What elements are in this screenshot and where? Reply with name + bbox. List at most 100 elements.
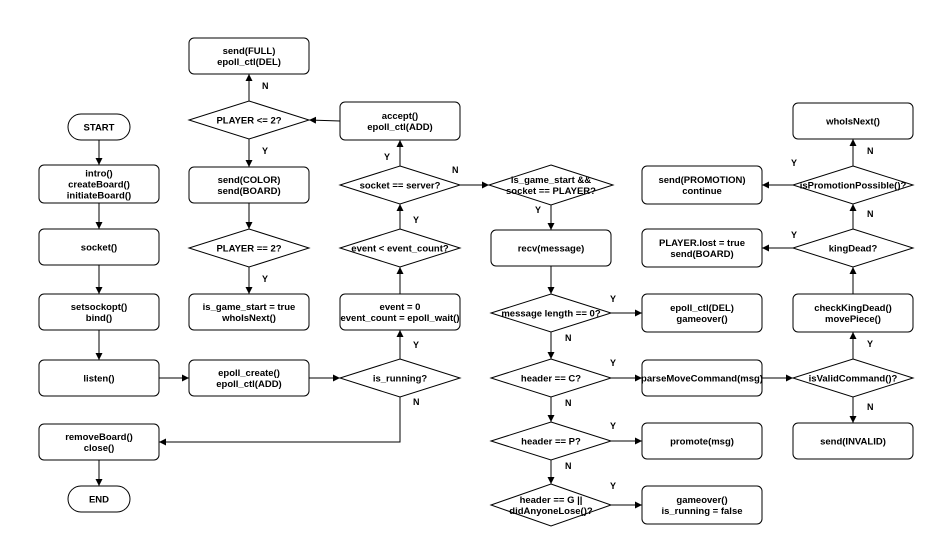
player-le2-shape bbox=[187, 100, 311, 140]
promote-process: promote(msg) bbox=[641, 422, 763, 460]
send-invalid-shape bbox=[792, 422, 914, 460]
king-dead-label: kingDead? bbox=[829, 244, 878, 255]
edge-label-ispromotion-yes: Y bbox=[791, 158, 797, 168]
is-game-start-shape bbox=[487, 164, 615, 206]
end-terminal: END bbox=[67, 485, 131, 513]
recv-label: recv(message) bbox=[518, 244, 585, 255]
is-valid-label: isValidCommand()? bbox=[809, 374, 898, 385]
intro-label: intro() bbox=[85, 169, 112, 180]
edge-label-ispromotion-no: N bbox=[867, 146, 874, 156]
send-promotion-label: continue bbox=[682, 186, 722, 197]
send-full-process: send(FULL)epoll_ctl(DEL) bbox=[188, 37, 310, 75]
promote-shape bbox=[641, 422, 763, 460]
event-init-shape bbox=[339, 293, 461, 331]
header-g-label: header == G || bbox=[520, 495, 583, 506]
socket-server-shape bbox=[338, 165, 462, 205]
setsockopt-label: setsockopt() bbox=[71, 302, 127, 313]
player-lost-label: PLAYER.lost = true bbox=[659, 238, 745, 249]
edge-label-isvalid-yes: Y bbox=[867, 339, 873, 349]
remove-board-process: removeBoard()close() bbox=[38, 423, 160, 461]
player-le2-decision: PLAYER <= 2? bbox=[187, 100, 311, 140]
player-le2-label: PLAYER <= 2? bbox=[216, 116, 281, 127]
send-color-process: send(COLOR)send(BOARD) bbox=[188, 166, 310, 204]
send-full-label: epoll_ctl(DEL) bbox=[217, 57, 281, 68]
header-p-label: header == P? bbox=[521, 437, 581, 448]
is-promotion-shape bbox=[791, 165, 915, 205]
epoll-del-shape bbox=[641, 293, 763, 333]
check-king-shape bbox=[792, 293, 914, 333]
is-valid-shape bbox=[791, 358, 915, 398]
remove-board-label: close() bbox=[84, 443, 115, 454]
event-lt-label: event < event_count? bbox=[351, 244, 449, 255]
player-eq2-decision: PLAYER == 2? bbox=[187, 228, 311, 268]
msg-len-decision: message length == 0? bbox=[489, 293, 613, 333]
gameover-shape bbox=[641, 485, 763, 525]
intro-shape bbox=[38, 164, 160, 204]
header-p-decision: header == P? bbox=[489, 421, 613, 461]
header-c-label: header == C? bbox=[521, 374, 581, 385]
header-p-shape bbox=[489, 421, 613, 461]
event-init-label: event_count = epoll_wait() bbox=[340, 313, 459, 324]
accept-shape bbox=[339, 101, 461, 141]
edge-label-playerle2-no: N bbox=[262, 81, 269, 91]
setsockopt-process: setsockopt()bind() bbox=[38, 293, 160, 331]
remove-board-label: removeBoard() bbox=[65, 432, 133, 443]
who-is-next-process: whoIsNext() bbox=[792, 102, 914, 140]
edge-label-playereq2-yes: Y bbox=[262, 274, 268, 284]
edge-label-isvalid-no: N bbox=[867, 402, 874, 412]
listen-label: listen() bbox=[83, 374, 114, 385]
is-running-decision: is_running? bbox=[338, 358, 462, 398]
edge-label-socketserver-yes: Y bbox=[384, 152, 390, 162]
setsockopt-label: bind() bbox=[86, 313, 112, 324]
parse-move-shape bbox=[641, 359, 763, 397]
socket-server-label: socket == server? bbox=[360, 181, 441, 192]
gameover-process: gameover()is_running = false bbox=[641, 485, 763, 525]
socket-shape bbox=[38, 228, 160, 266]
send-color-label: send(BOARD) bbox=[217, 186, 280, 197]
check-king-label: movePiece() bbox=[825, 314, 881, 325]
promote-label: promote(msg) bbox=[670, 437, 734, 448]
nodes: STARTintro()createBoard()initiateBoard()… bbox=[38, 37, 915, 527]
socket-label: socket() bbox=[81, 243, 117, 254]
event-lt-decision: event < event_count? bbox=[338, 228, 462, 268]
epoll-del-process: epoll_ctl(DEL)gameover() bbox=[641, 293, 763, 333]
intro-label: createBoard() bbox=[68, 180, 130, 191]
epoll-create-shape bbox=[188, 359, 310, 397]
send-promotion-label: send(PROMOTION) bbox=[658, 175, 745, 186]
send-color-label: send(COLOR) bbox=[218, 175, 281, 186]
is-game-start-label: socket == PLAYER? bbox=[506, 186, 596, 197]
edge-label-headerc-no: N bbox=[565, 398, 572, 408]
edge-label-kingdead-yes: Y bbox=[791, 230, 797, 240]
player-eq2-label: PLAYER == 2? bbox=[216, 244, 281, 255]
send-full-shape bbox=[188, 37, 310, 75]
epoll-create-process: epoll_create()epoll_ctl(ADD) bbox=[188, 359, 310, 397]
edge-label-isgamestart-yes: Y bbox=[535, 205, 541, 215]
recv-shape bbox=[490, 229, 612, 267]
edge-label-headerc-yes: Y bbox=[610, 358, 616, 368]
socket-process: socket() bbox=[38, 228, 160, 266]
header-g-label: didAnyoneLose()? bbox=[509, 506, 593, 517]
edge-label-kingdead-no: N bbox=[867, 209, 874, 219]
accept-process: accept()epoll_ctl(ADD) bbox=[339, 101, 461, 141]
check-king-label: checkKingDead() bbox=[814, 303, 892, 314]
accept-label: accept() bbox=[382, 111, 418, 122]
is-game-start-decision: is_game_start &&socket == PLAYER? bbox=[487, 164, 615, 206]
is-promotion-label: isPromotionPossible()? bbox=[800, 181, 907, 192]
send-invalid-process: send(INVALID) bbox=[792, 422, 914, 460]
edge-label-playerle2-yes: Y bbox=[262, 146, 268, 156]
check-king-process: checkKingDead()movePiece() bbox=[792, 293, 914, 333]
edge-label-isrunning-yes: Y bbox=[413, 340, 419, 350]
recv-process: recv(message) bbox=[490, 229, 612, 267]
listen-shape bbox=[38, 359, 160, 397]
edge-label-headerp-no: N bbox=[565, 461, 572, 471]
epoll-del-label: gameover() bbox=[676, 314, 727, 325]
event-lt-shape bbox=[338, 228, 462, 268]
who-is-next-shape bbox=[792, 102, 914, 140]
player-eq2-shape bbox=[187, 228, 311, 268]
epoll-del-label: epoll_ctl(DEL) bbox=[670, 303, 734, 314]
listen-process: listen() bbox=[38, 359, 160, 397]
